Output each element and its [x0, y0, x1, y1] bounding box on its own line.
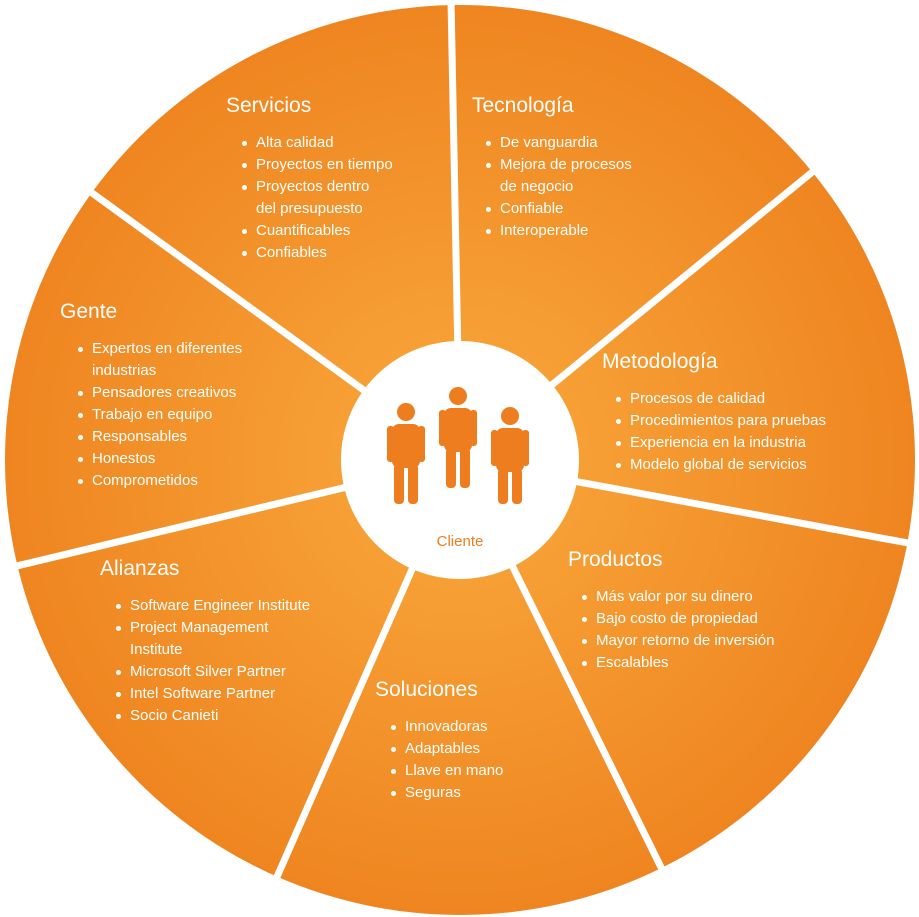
segment-separator [77, 181, 374, 399]
segment-title: Gente [60, 300, 118, 323]
list-item: Procedimientos para pruebas [614, 410, 826, 432]
list-item: Alta calidad [240, 132, 393, 154]
list-item: Innovadoras [389, 716, 503, 738]
segment-title: Metodología [602, 350, 718, 373]
list-item: Pensadores creativos [76, 382, 242, 404]
segment-separator [2, 482, 354, 573]
list-item: Más valor por su dinero [580, 586, 774, 608]
list-item: Experiencia en la industria [614, 432, 826, 454]
segment-metodologia: Metodología Procesos de calidad Procedim… [602, 350, 826, 476]
list-item: Mejora de procesos [484, 154, 632, 176]
list-item: industrias [92, 362, 157, 379]
list-item: Trabajo en equipo [76, 404, 242, 426]
segment-gente: Gente Expertos en diferentes industrias … [60, 300, 242, 492]
segment-title: Alianzas [100, 557, 180, 580]
segment-separator [447, 0, 462, 351]
segment-title: Productos [568, 548, 663, 571]
list-item: Interoperable [484, 220, 632, 242]
list-item: de negocio [500, 178, 574, 195]
segment-separator [505, 557, 672, 884]
list-item: Comprometidos [76, 470, 242, 492]
list-item: Llave en mano [389, 760, 503, 782]
list-item: Modelo global de servicios [614, 454, 826, 476]
wheel-separators [2, 0, 919, 892]
list-item: Bajo costo de propiedad [580, 608, 774, 630]
segment-alianzas: Alianzas Software Engineer Institute Pro… [100, 557, 310, 727]
list-item: Confiable [484, 198, 632, 220]
list-item: Project Management [114, 617, 310, 639]
segment-productos: Productos Más valor por su dinero Bajo c… [568, 548, 774, 674]
list-item: del presupuesto [256, 200, 363, 217]
list-item: Escalables [580, 652, 774, 674]
segment-title: Tecnología [472, 94, 574, 117]
segment-title: Servicios [226, 94, 312, 117]
list-item: Software Engineer Institute [114, 595, 310, 617]
list-item: Intel Software Partner [114, 683, 310, 705]
list-item: Seguras [389, 782, 503, 804]
list-item: Procesos de calidad [614, 388, 826, 410]
center-label: Cliente [436, 533, 484, 550]
list-item: Proyectos dentro [240, 176, 393, 198]
list-item: Expertos en diferentes [76, 338, 242, 360]
segment-tecnologia: Tecnología De vanguardia Mejora de proce… [472, 94, 632, 242]
list-item: Socio Canieti [114, 705, 310, 727]
segment-separator [567, 476, 919, 549]
list-item: Microsoft Silver Partner [114, 661, 310, 683]
segment-soluciones: Soluciones Innovadoras Adaptables Llave … [375, 678, 503, 804]
list-item: Confiables [240, 242, 393, 264]
list-item: Institute [130, 641, 183, 658]
list-item: Proyectos en tiempo [240, 154, 393, 176]
list-item: Adaptables [389, 738, 503, 760]
list-item: Responsables [76, 426, 242, 448]
segment-servicios: Servicios Alta calidad Proyectos en tiem… [226, 94, 393, 264]
list-item: Cuantificables [240, 220, 393, 242]
segment-separator [542, 159, 827, 394]
people-group-icon [387, 387, 529, 504]
segment-separator [267, 559, 419, 892]
segment-title: Soluciones [375, 678, 478, 701]
list-item: Honestos [76, 448, 242, 470]
list-item: Mayor retorno de inversión [580, 630, 774, 652]
list-item: De vanguardia [484, 132, 632, 154]
